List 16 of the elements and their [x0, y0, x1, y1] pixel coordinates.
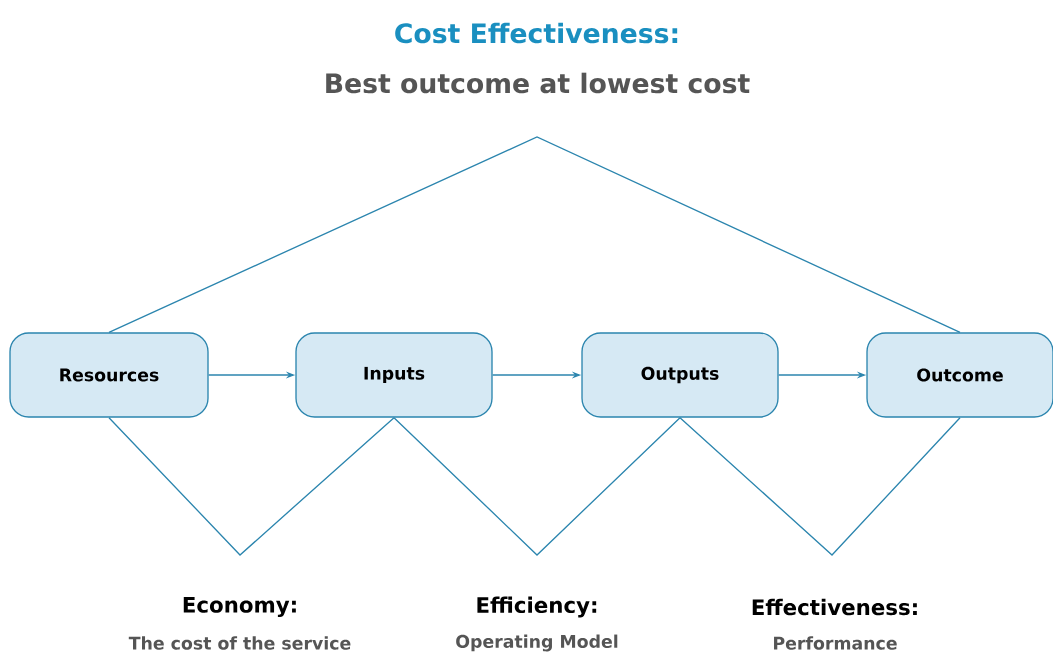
- process-box: Resources: [9, 332, 209, 418]
- title-text: Cost Effectiveness:: [395, 22, 678, 44]
- connector-line: [108, 417, 395, 556]
- subtitle-text: Best outcome at lowest cost: [326, 72, 750, 94]
- connector-line: [393, 417, 681, 556]
- description-text: The cost of the service: [128, 636, 351, 650]
- description-text: Operating Model: [456, 634, 618, 652]
- process-box: Outcome: [866, 332, 1053, 418]
- category-label: Efficiency:: [477, 596, 597, 618]
- connector-line: [679, 417, 961, 556]
- process-box: Inputs: [295, 332, 493, 418]
- process-box: Outputs: [581, 332, 779, 418]
- category-label: Economy:: [183, 596, 296, 618]
- description-text: Performance: [774, 636, 897, 650]
- category-label: Effectiveness:: [752, 598, 917, 616]
- connector-line: [108, 136, 961, 333]
